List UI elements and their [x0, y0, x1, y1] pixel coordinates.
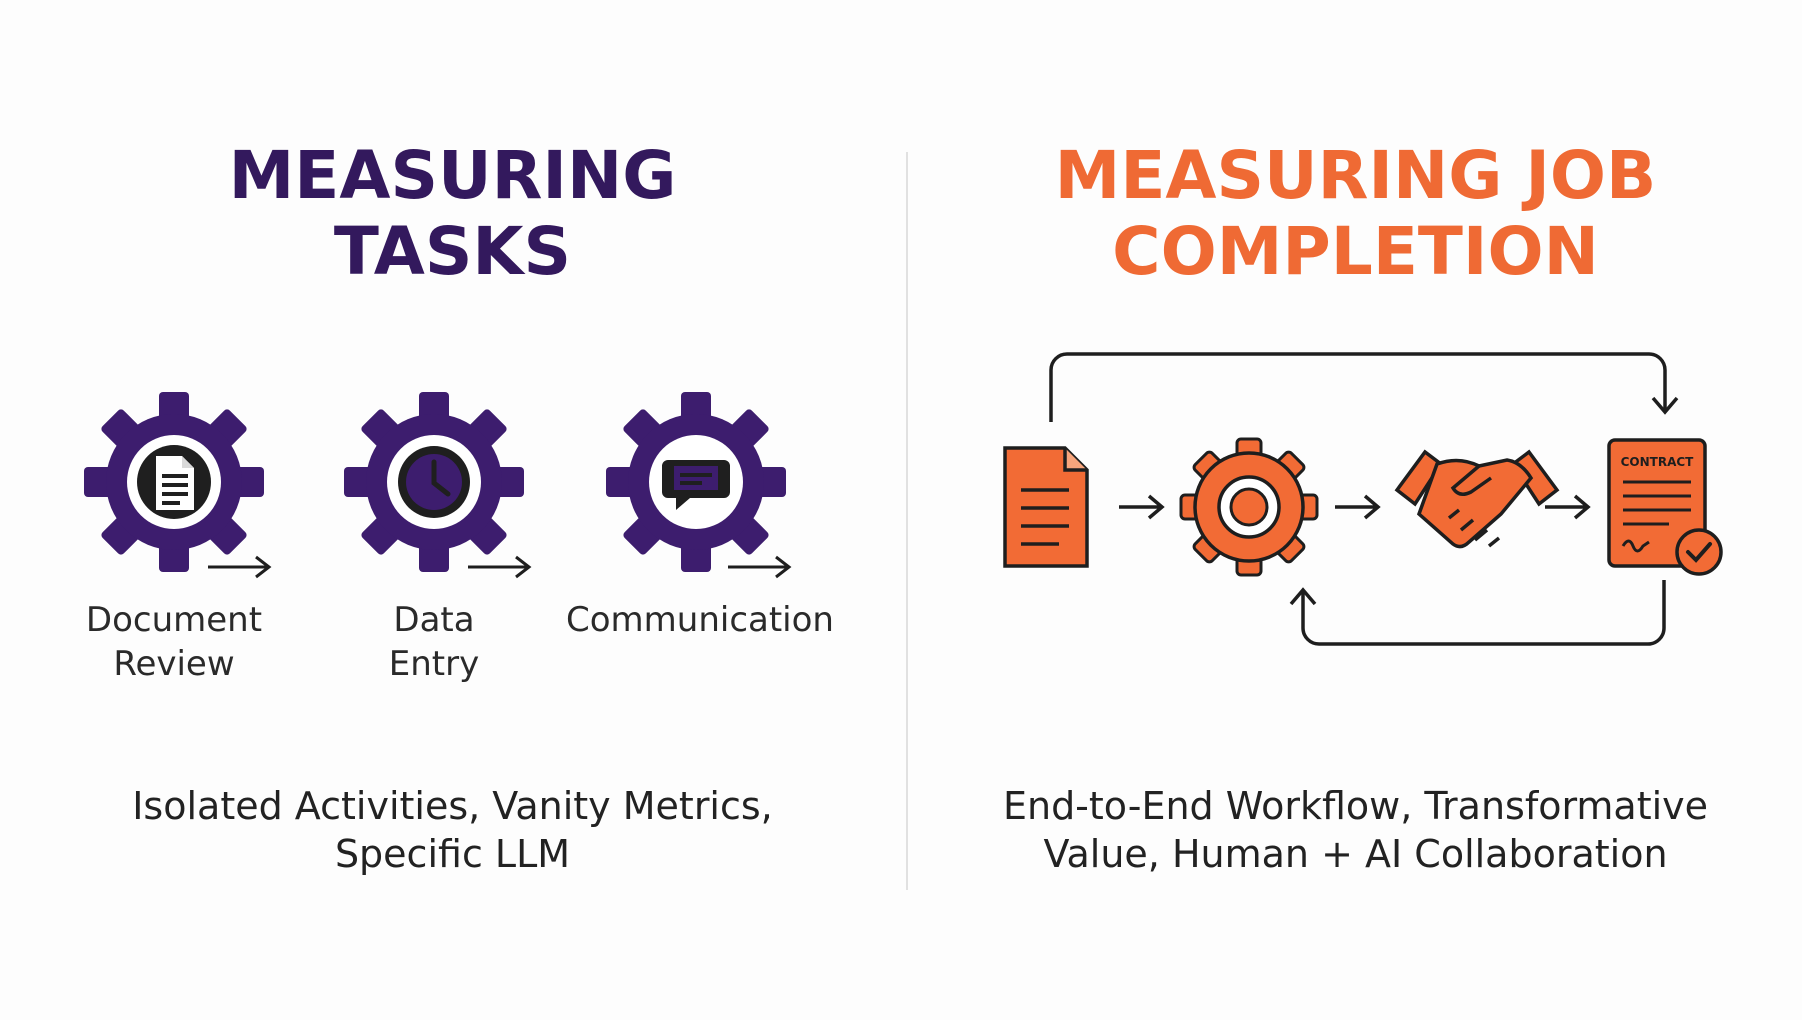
left-title-line1: MEASURING — [228, 137, 677, 214]
arrow-right-icon — [1545, 494, 1591, 520]
arrow-right-icon — [466, 552, 534, 582]
task-label-line1: Document — [85, 600, 263, 640]
document-icon — [156, 456, 194, 510]
loop-arrowhead-bottom — [1289, 587, 1317, 606]
task-measurement-panel: MEASURING TASKS Document Review — [0, 138, 905, 878]
arrow-right-icon — [1335, 494, 1381, 520]
job-completion-panel: MEASURING JOB COMPLETION — [909, 0, 1802, 1020]
loop-arrowhead-top — [1651, 396, 1679, 415]
document-review-gear-icon — [82, 390, 266, 574]
workflow-diagram: CONTRACT — [1003, 352, 1723, 646]
task-label-line2: Review — [113, 644, 235, 684]
task-label-line1: Communication — [566, 600, 834, 640]
arrow-right-icon — [726, 552, 794, 582]
right-title: MEASURING JOB COMPLETION — [909, 138, 1802, 290]
communication-gear-icon — [604, 390, 788, 574]
right-caption-line1: End-to-End Workflow, Transformative — [1002, 784, 1709, 828]
document-icon — [1003, 446, 1089, 568]
arrow-right-icon — [1119, 494, 1165, 520]
chat-bubble-icon — [662, 460, 730, 510]
contract-check-icon: CONTRACT — [1607, 438, 1723, 576]
clock-icon — [398, 446, 470, 518]
left-title-line2: TASKS — [333, 213, 572, 290]
task-label-line2: Entry — [388, 644, 480, 684]
left-caption-line2: Specific LLM — [334, 832, 571, 876]
gear-icon — [1179, 437, 1319, 577]
task-label-line1: Data — [393, 600, 475, 640]
left-caption-line1: Isolated Activities, Vanity Metrics, — [132, 784, 773, 828]
contract-label: CONTRACT — [1621, 455, 1695, 469]
left-caption: Isolated Activities, Vanity Metrics, Spe… — [0, 782, 905, 878]
task-label-document-review: Document Review — [44, 598, 304, 686]
panel-divider — [906, 152, 908, 890]
right-title-line1: MEASURING JOB — [1054, 137, 1657, 214]
handshake-icon — [1394, 449, 1560, 549]
task-label-data-entry: Data Entry — [304, 598, 564, 686]
right-title-line2: COMPLETION — [1112, 213, 1599, 290]
right-caption-line2: Value, Human + AI Collaboration — [1043, 832, 1668, 876]
loop-arrow-top — [1049, 352, 1667, 422]
right-caption: End-to-End Workflow, Transformative Valu… — [909, 782, 1802, 878]
left-title: MEASURING TASKS — [0, 138, 905, 290]
data-entry-gear-icon — [342, 390, 526, 574]
arrow-right-icon — [206, 552, 274, 582]
task-label-communication: Communication — [566, 598, 834, 642]
loop-arrow-bottom — [1301, 580, 1666, 646]
